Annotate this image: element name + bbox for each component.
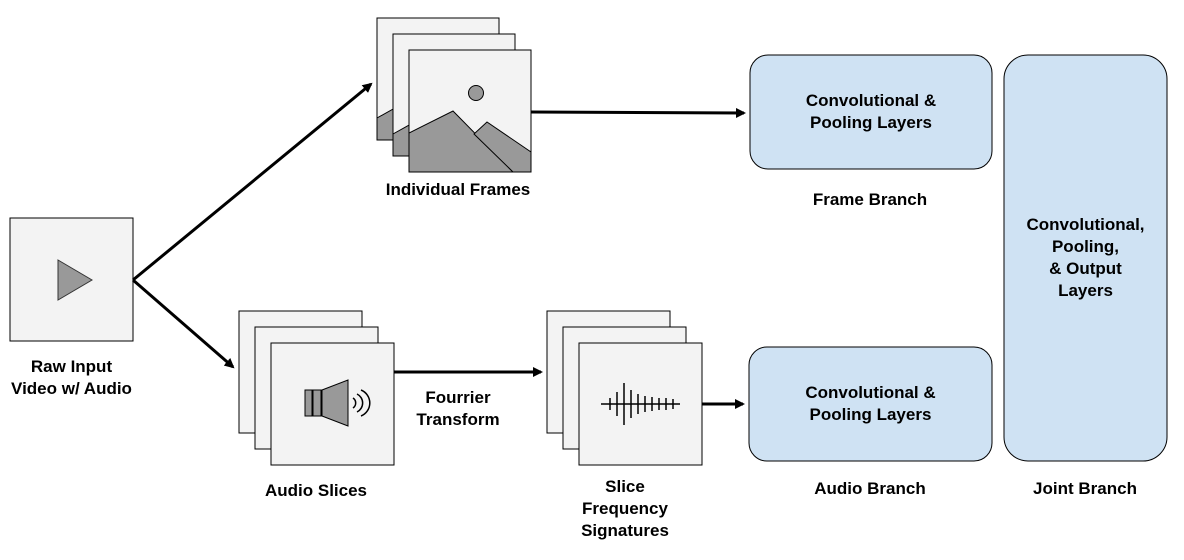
frame-conv-box	[749, 54, 993, 170]
image-icon	[408, 85, 532, 173]
arrow-frames-to-conv	[530, 107, 746, 118]
audio-slices-node	[238, 310, 395, 466]
transform-label: Fourrier Transform	[416, 388, 500, 429]
frame-branch-label: Frame Branch	[812, 190, 928, 209]
audio-slices-label: Audio Slices	[264, 481, 368, 500]
raw-input-node	[9, 217, 134, 342]
frames-node	[376, 17, 532, 173]
joint-branch-label: Joint Branch	[1033, 479, 1137, 498]
raw-input-label: Raw Input Video w/ Audio	[11, 357, 132, 398]
joint-conv-label: Convolutional, Pooling, & Output Layers	[1026, 215, 1145, 300]
audio-branch-label: Audio Branch	[814, 479, 926, 498]
signatures-node	[546, 310, 703, 466]
arrow-input-to-frames	[132, 82, 373, 282]
waveform-icon	[601, 383, 680, 425]
play-icon	[57, 259, 93, 301]
speaker-icon	[304, 379, 371, 427]
arrow-input-to-audio	[132, 278, 235, 369]
frames-label: Individual Frames	[385, 180, 531, 199]
audio-conv-box	[748, 346, 993, 462]
signatures-label: Slice Frequency Signatures	[581, 477, 669, 540]
joint-conv-box	[1003, 54, 1168, 462]
audio-conv-label: Convolutional & Pooling Layers	[805, 383, 936, 424]
frame-conv-label: Convolutional & Pooling Layers	[805, 91, 937, 132]
